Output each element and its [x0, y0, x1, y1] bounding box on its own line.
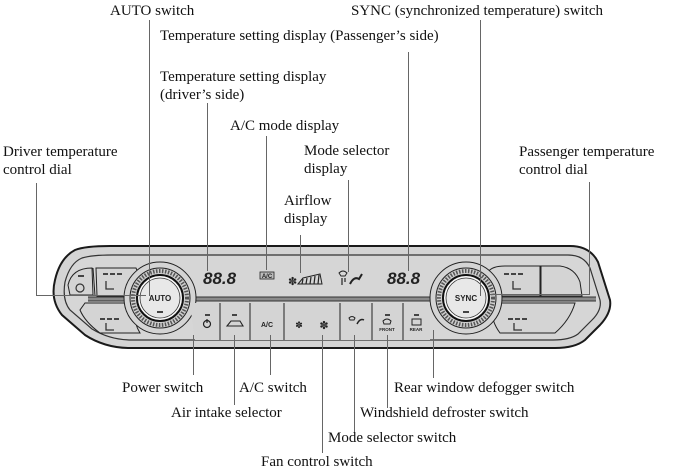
fan-low-icon: ✽: [295, 320, 303, 330]
leader-mode-display: [348, 180, 349, 272]
label-windshield-defroster-switch: Windshield defroster switch: [360, 405, 529, 421]
mode-selector-display: [338, 270, 363, 285]
leader-ac: [270, 335, 271, 375]
sync-label: SYNC: [455, 294, 477, 303]
leader-airflow: [300, 235, 301, 273]
label-mode-selector-switch: Mode selector switch: [328, 430, 457, 446]
windshield-defroster-button[interactable]: FRONT: [379, 314, 395, 332]
driver-temp-display: 88.8: [203, 269, 237, 288]
airflow-display: ✽: [288, 273, 323, 288]
fan-icon: ✽: [288, 276, 297, 288]
passenger-temp-display: 88.8: [387, 269, 421, 288]
label-mode-selector-display-1: Mode selector: [304, 143, 390, 159]
auto-label: AUTO: [149, 294, 172, 303]
leader-driver-dial-h: [36, 295, 146, 296]
leader-temp-passenger: [408, 52, 409, 271]
label-rear-defogger-switch: Rear window defogger switch: [394, 380, 575, 396]
label-mode-selector-display-2: display: [304, 161, 348, 177]
label-ac-mode-display: A/C mode display: [230, 118, 340, 134]
label-temp-display-driver-1: Temperature setting display: [160, 69, 327, 85]
leader-auto: [149, 20, 150, 296]
fan-high-icon: ✽: [319, 320, 328, 332]
leader-passenger-dial-h: [490, 294, 590, 295]
label-temp-display-passenger: Temperature setting display (Passenger’s…: [160, 28, 439, 44]
leader-passenger-dial: [589, 182, 590, 295]
label-temp-display-driver-2: (driver’s side): [160, 87, 245, 103]
svg-text:FRONT: FRONT: [379, 327, 395, 332]
leader-fan: [322, 335, 323, 453]
mode-selector-button[interactable]: [348, 316, 365, 325]
svg-text:A/C: A/C: [262, 274, 273, 280]
label-power-switch: Power switch: [122, 380, 204, 396]
driver-temperature-dial[interactable]: [123, 261, 197, 335]
rear-defogger-button[interactable]: REAR: [410, 314, 424, 332]
label-ac-switch: A/C switch: [239, 380, 307, 396]
label-air-intake-selector: Air intake selector: [171, 405, 282, 421]
leader-power: [193, 335, 194, 375]
leader-driver-dial: [36, 183, 37, 296]
label-passenger-dial-1: Passenger temperature: [519, 144, 655, 160]
leader-air-intake: [234, 335, 235, 405]
auto-button[interactable]: AUTO: [149, 294, 172, 313]
leader-sync: [480, 20, 481, 296]
leader-temp-driver: [207, 103, 208, 271]
ac-button[interactable]: A/C: [261, 322, 273, 329]
label-airflow-display-1: Airflow: [284, 193, 332, 209]
center-divider: [88, 297, 596, 301]
bottom-button-row: [190, 303, 430, 340]
fan-control-button[interactable]: ✽ ✽: [295, 320, 328, 332]
sync-button[interactable]: SYNC: [455, 294, 477, 313]
passenger-temperature-dial[interactable]: [429, 261, 503, 335]
power-button[interactable]: [202, 314, 212, 329]
leader-windshield: [387, 335, 388, 408]
svg-text:A/C: A/C: [261, 322, 273, 329]
leader-rear: [433, 330, 434, 378]
leader-mode-switch: [354, 335, 355, 432]
air-intake-button[interactable]: [225, 314, 244, 327]
leader-ac-mode: [266, 136, 267, 270]
svg-text:REAR: REAR: [410, 327, 424, 332]
ac-mode-display: A/C: [259, 271, 275, 280]
label-driver-dial-2: control dial: [3, 162, 72, 178]
label-passenger-dial-2: control dial: [519, 162, 588, 178]
label-auto-switch: AUTO switch: [110, 3, 195, 19]
label-driver-dial-1: Driver temperature: [3, 144, 118, 160]
label-fan-control-switch: Fan control switch: [261, 454, 373, 470]
label-sync-switch: SYNC (synchronized temperature) switch: [351, 3, 604, 19]
label-airflow-display-2: display: [284, 211, 328, 227]
